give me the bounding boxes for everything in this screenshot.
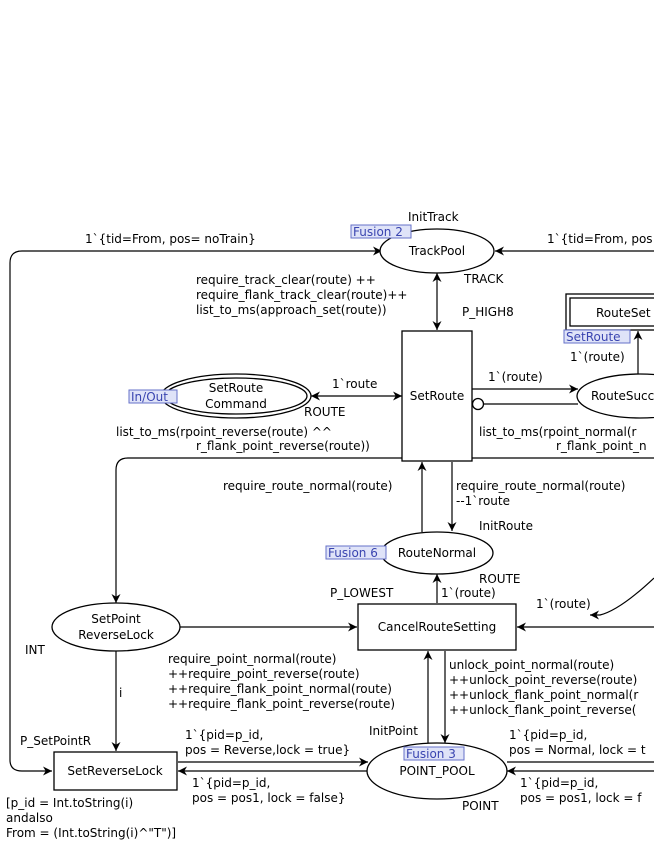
inscription-lock-rev-1: 1`{pid=p_id,: [185, 728, 263, 742]
place-setpoint-reverselock[interactable]: [51, 602, 181, 652]
inscription-track-3: list_to_ms(approach_set(route)): [196, 303, 387, 317]
inscription-cancel-req-4: ++require_flank_point_reverse(route): [168, 697, 395, 711]
inscription-cancel-req-3: ++require_flank_point_normal(route): [168, 682, 392, 696]
transition-cancelroutesetting[interactable]: [357, 603, 517, 651]
place-trackpool-label: TrackPool: [408, 244, 465, 258]
inscription-i: i: [119, 686, 122, 700]
place-pointpool[interactable]: [366, 742, 508, 800]
place-setroute-command-label-2: Command: [205, 397, 267, 411]
fusion2-tag: Fusion 2: [353, 225, 403, 239]
setreverselock-priority: P_SetPointR: [20, 734, 91, 748]
trackpool-initial: InitTrack: [408, 210, 459, 224]
pointpool-initial: InitPoint: [369, 724, 418, 738]
cancel-priority: P_LOWEST: [330, 586, 394, 600]
inscription-lock-norm-2: pos = Normal, lock = t: [509, 743, 646, 757]
place-setpoint-reverselock-label-1: SetPoint: [91, 612, 141, 626]
place-trackpool[interactable]: [379, 228, 495, 274]
guard-line-2: andalso: [6, 811, 53, 825]
transition-setroute-label: SetRoute: [410, 389, 465, 403]
place-routesuccess-label: RouteSucc: [591, 389, 654, 403]
inscription-normal-right-2: r_flank_point_n: [556, 439, 647, 453]
setroute-subpage-tag: SetRoute: [566, 330, 621, 344]
arcs: [9, 246, 654, 776]
fusion3-tag-box: [403, 746, 465, 761]
place-routesuccess[interactable]: [576, 373, 654, 419]
routenormal-initial: InitRoute: [479, 519, 533, 533]
inscription-rn-to-setroute: require_route_normal(route): [223, 479, 392, 493]
inscription-cmd-route: 1`route: [332, 377, 377, 391]
guard-line-3: From = (Int.toString(i)^"T")]: [6, 826, 176, 840]
transition-routeset-label: RouteSet: [596, 306, 651, 320]
inscription-reverse-1: list_to_ms(rpoint_reverse(route) ^^: [116, 425, 332, 439]
inscription-right-top: 1`{tid=From, pos: [547, 232, 653, 246]
transition-setreverselock-label: SetReverseLock: [67, 764, 162, 778]
fusion6-tag-box: [325, 545, 387, 560]
inscription-reverse-2: r_flank_point_reverse(route)): [196, 439, 370, 453]
transitions: SetRoute RouteSet CancelRouteSetting Set…: [53, 293, 654, 791]
inscription-cancel-to-rn: 1`(route): [441, 586, 496, 600]
inscription-cancel-req-1: require_point_normal(route): [168, 652, 336, 666]
annotations: InitTrack TRACK P_HIGH8 ROUTE InitRoute …: [20, 210, 533, 813]
inscription-release2-1: 1`{pid=p_id,: [520, 776, 598, 790]
setpoint-type: INT: [25, 643, 46, 657]
transition-setreverselock[interactable]: [53, 751, 178, 791]
transition-setroute[interactable]: [401, 330, 473, 462]
inout-port-tag: In/Out: [131, 390, 168, 404]
inscription-left-top: 1`{tid=From, pos= noTrain}: [85, 232, 256, 246]
inhibitor-circle: [471, 397, 485, 411]
place-setpoint-reverselock-label-2: ReverseLock: [78, 628, 154, 642]
arc-setroute-setpointreverselock: [111, 457, 402, 603]
place-setroute-command-label-1: SetRoute: [209, 381, 264, 395]
arc-right-cancel: [590, 577, 654, 620]
arc-inscriptions: 1`{tid=From, pos= noTrain} 1`{tid=From, …: [85, 232, 653, 805]
trackpool-type: TRACK: [463, 272, 505, 286]
arc-trackpool-setreverselock: [9, 246, 382, 776]
inscription-release2-2: pos = pos1, lock = f: [520, 791, 642, 805]
inscription-unlock-3: ++unlock_flank_point_normal(r: [449, 688, 638, 702]
inout-tag-box: [128, 389, 178, 404]
place-pointpool-label: POINT_POOL: [399, 764, 475, 778]
inscription-track-2: require_flank_track_clear(route)++: [196, 288, 407, 302]
fusion2-tag-box: [350, 224, 412, 239]
place-routenormal-label: RouteNormal: [398, 546, 476, 560]
inscription-right-to-cancel: 1`(route): [536, 597, 591, 611]
guard-line-1: [p_id = Int.toString(i): [6, 796, 133, 810]
inscription-setroute-to-rn-2: --1`route: [456, 494, 510, 508]
setroute-priority: P_HIGH8: [462, 305, 514, 319]
command-type: ROUTE: [304, 405, 345, 419]
inscription-route-to-success: 1`(route): [488, 370, 543, 384]
fusion6-tag: Fusion 6: [328, 546, 378, 560]
inscription-normal-right-1: list_to_ms(rpoint_normal(r: [479, 425, 637, 439]
inscription-unlock-4: ++unlock_flank_point_reverse(: [449, 703, 636, 717]
inscription-unlock-1: unlock_point_normal(route): [449, 658, 614, 672]
fusion3-tag: Fusion 3: [406, 747, 456, 761]
guard: [p_id = Int.toString(i) andalso From = (…: [6, 796, 176, 840]
tags: Fusion 2 In/Out SetRoute Fusion 6 Fusion…: [128, 224, 631, 761]
inscription-lock-norm-1: 1`{pid=p_id,: [509, 728, 587, 742]
places: TrackPool SetRoute Command RouteSucc Rou…: [51, 228, 654, 800]
transition-routeset-inner: [569, 297, 654, 327]
inscription-success-to-routeset: 1`(route): [570, 350, 625, 364]
setroute-subpage-tag-box: [563, 329, 631, 344]
inscription-lock-rev-2: pos = Reverse,lock = true}: [185, 743, 350, 757]
inscription-cancel-req-2: ++require_point_reverse(route): [168, 667, 360, 681]
inscription-release-1: 1`{pid=p_id,: [192, 776, 270, 790]
transition-cancelroutesetting-label: CancelRouteSetting: [378, 620, 496, 634]
inscription-unlock-2: ++unlock_point_reverse(route): [449, 673, 637, 687]
inscription-track-1: require_track_clear(route) ++: [196, 273, 376, 287]
pointpool-type: POINT: [462, 799, 499, 813]
inscription-setroute-to-rn-1: require_route_normal(route): [456, 479, 625, 493]
inscription-release-2: pos = pos1, lock = false}: [192, 791, 345, 805]
routenormal-type: ROUTE: [479, 572, 520, 586]
